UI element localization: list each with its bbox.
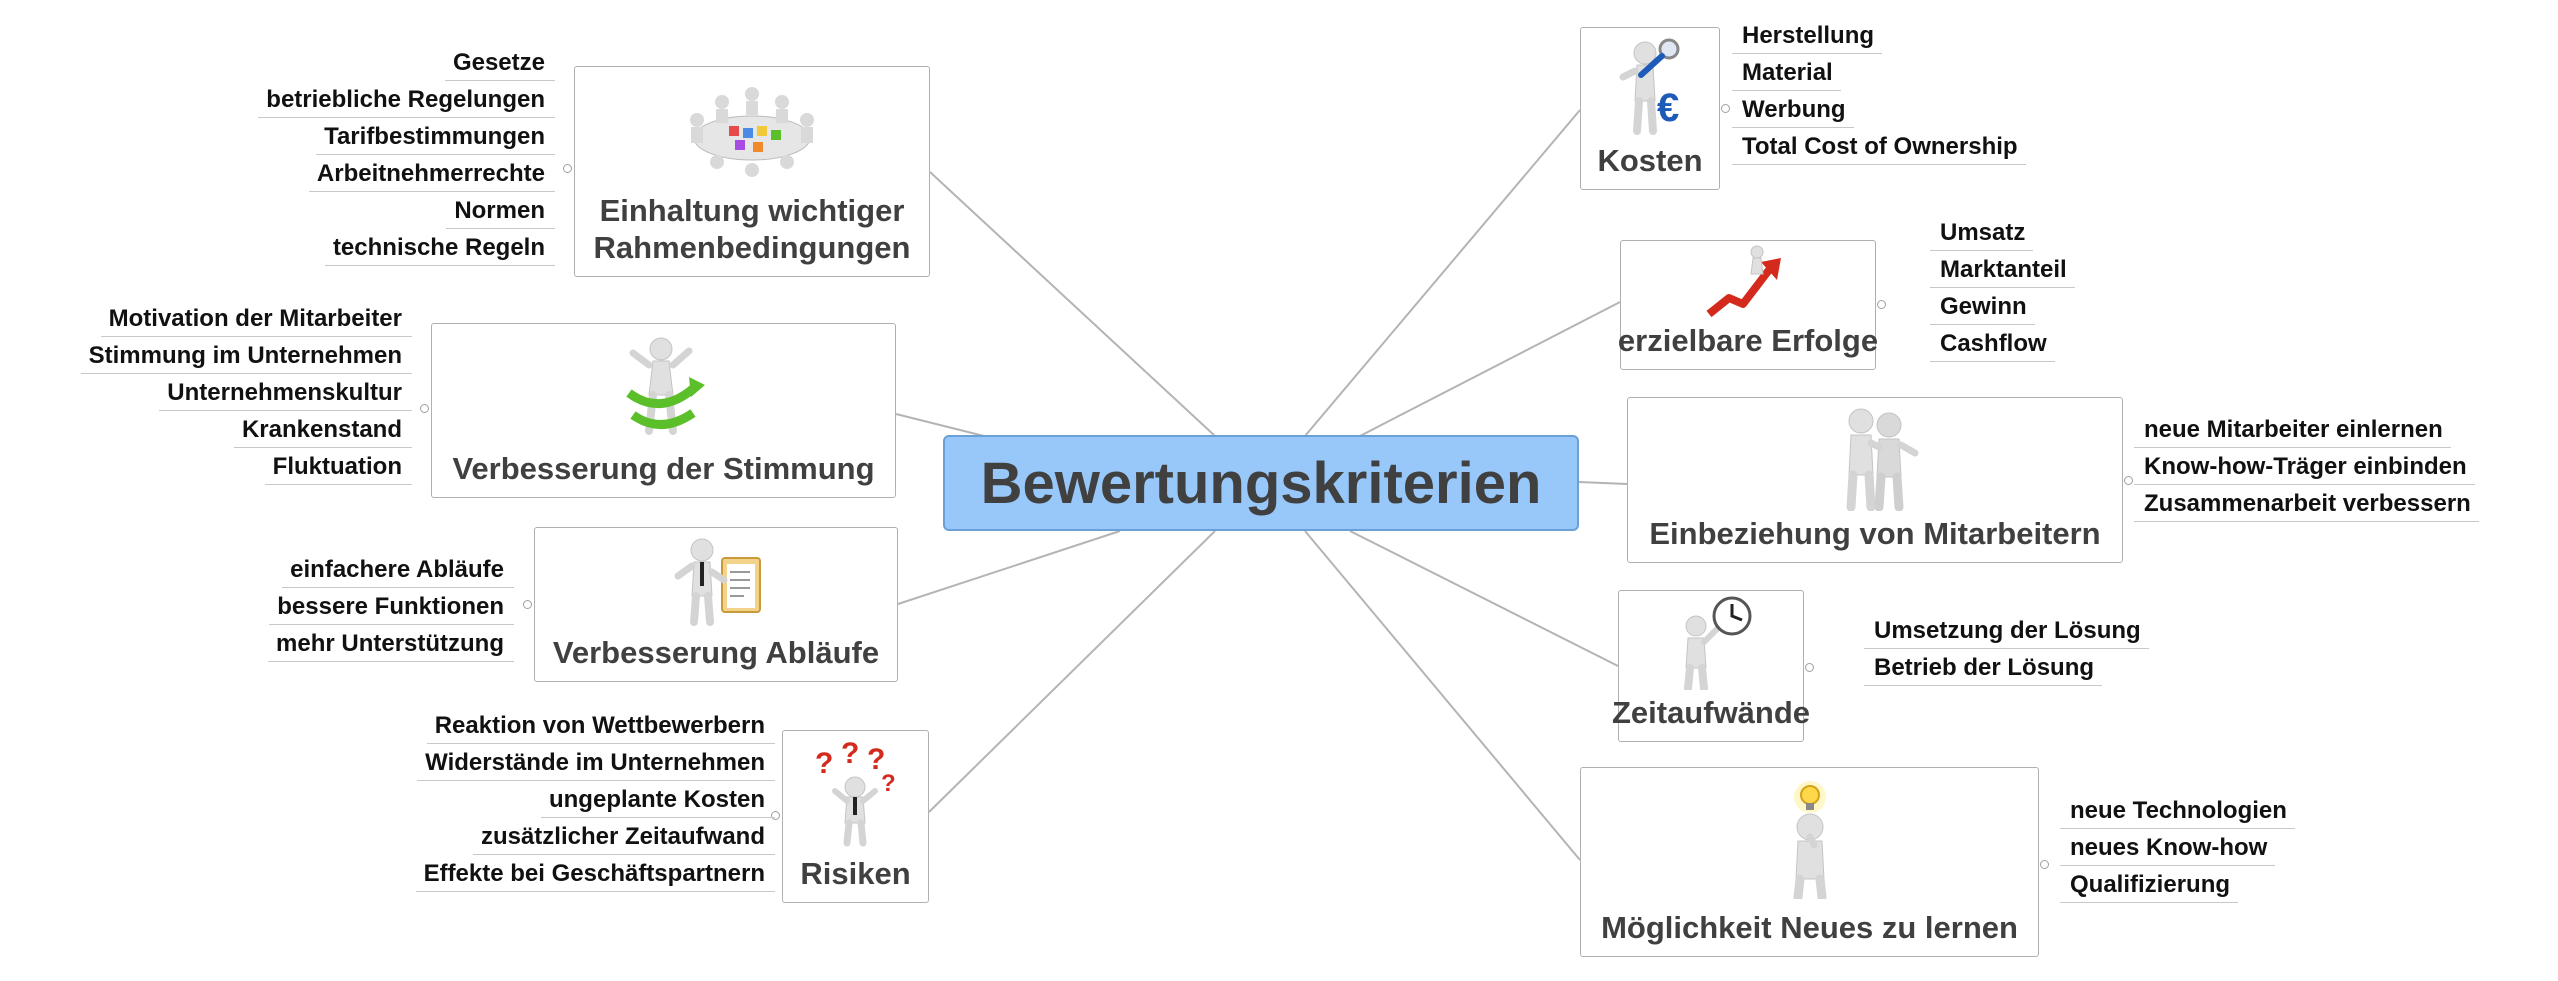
subtopic-gesetze[interactable]: Gesetze — [444, 44, 555, 81]
subtopic-tco[interactable]: Total Cost of Ownership — [1732, 128, 2026, 165]
topic-label: Verbesserung der Stimmung — [452, 451, 875, 486]
subtopic-unternehmenskultur[interactable]: Unternehmenskultur — [159, 374, 412, 411]
subtopic-neues-know-how[interactable]: neues Know-how — [2060, 829, 2276, 866]
collapse-knob[interactable] — [563, 164, 572, 173]
connector-kosten — [1304, 109, 1581, 437]
conference-table-icon — [575, 67, 929, 192]
figure-checklist-icon — [535, 528, 897, 634]
topic-label: Risiken — [800, 856, 911, 891]
svg-text:?: ? — [881, 770, 896, 797]
figure-question-marks-icon: ? ? ? ? — [783, 731, 928, 855]
topic-lernen[interactable]: Möglichkeit Neues zu lernen — [1580, 767, 2039, 957]
subtopic-motivation[interactable]: Motivation der Mitarbeiter — [100, 300, 412, 337]
subtopic-qualifizierung[interactable]: Qualifizierung — [2060, 866, 2239, 903]
topic-zeitaufwaende[interactable]: Zeitaufwände — [1612, 590, 1810, 742]
subtopic-zusaetzlicher-zeitaufwand[interactable]: zusätzlicher Zeitaufwand — [472, 818, 775, 855]
connector-erfolge — [1359, 301, 1621, 437]
topic-risiken[interactable]: ? ? ? ? Risiken — [782, 730, 929, 903]
subtopic-betrieb[interactable]: Betrieb der Lösung — [1864, 649, 2103, 686]
topic-label: Kosten — [1597, 143, 1703, 178]
central-topic-label: Bewertungskriterien — [980, 450, 1542, 516]
subtopic-ungeplante-kosten[interactable]: ungeplante Kosten — [540, 781, 775, 818]
topic-label: Einbeziehung von Mitarbeitern — [1649, 516, 2101, 551]
subtopic-neue-technologien[interactable]: neue Technologien — [2060, 792, 2295, 829]
topic-label: Einhaltung wichtiger Rahmenbedingungen — [594, 192, 911, 266]
subtopic-cashflow[interactable]: Cashflow — [1930, 325, 2055, 362]
subtopic-know-how-traeger[interactable]: Know-how-Träger einbinden — [2134, 448, 2475, 485]
collapse-knob[interactable] — [1721, 104, 1730, 113]
subtopic-betriebliche-regelungen[interactable]: betriebliche Regelungen — [258, 81, 555, 118]
two-figures-icon — [1628, 398, 2122, 515]
subtopic-krankenstand[interactable]: Krankenstand — [233, 411, 412, 448]
topic-ablaeufe[interactable]: Verbesserung Abläufe — [534, 527, 898, 682]
topic-label-line1: Einhaltung wichtiger — [599, 193, 905, 228]
collapse-knob[interactable] — [2040, 860, 2049, 869]
svg-text:?: ? — [815, 747, 833, 780]
subtopic-reaktion-wettbewerber[interactable]: Reaktion von Wettbewerbern — [426, 707, 775, 744]
svg-text:?: ? — [841, 739, 859, 770]
figure-lightbulb-icon — [1581, 768, 2038, 909]
topic-label: Möglichkeit Neues zu lernen — [1601, 910, 2018, 945]
figure-rising-arrow-icon — [1621, 241, 1875, 322]
subtopic-stimmung-unternehmen[interactable]: Stimmung im Unternehmen — [80, 337, 412, 374]
central-topic[interactable]: Bewertungskriterien — [943, 435, 1579, 531]
subtopic-umsatz[interactable]: Umsatz — [1930, 214, 2034, 251]
figure-clock-icon — [1619, 591, 1803, 694]
topic-rahmenbedingungen[interactable]: Einhaltung wichtiger Rahmenbedingungen — [574, 66, 930, 277]
subtopic-umsetzung[interactable]: Umsetzung der Lösung — [1864, 612, 2149, 649]
collapse-knob[interactable] — [2124, 476, 2133, 485]
subtopic-neue-mitarbeiter[interactable]: neue Mitarbeiter einlernen — [2134, 411, 2451, 448]
collapse-knob[interactable] — [523, 600, 532, 609]
subtopic-tarifbestimmungen[interactable]: Tarifbestimmungen — [316, 118, 555, 155]
subtopic-marktanteil[interactable]: Marktanteil — [1930, 251, 2075, 288]
subtopic-effekte-geschaeftspartner[interactable]: Effekte bei Geschäftspartnern — [415, 855, 775, 892]
collapse-knob[interactable] — [1877, 300, 1886, 309]
connector-mitarbeiter — [1578, 481, 1628, 485]
connector-risiken — [928, 530, 1216, 813]
topic-mitarbeiter[interactable]: Einbeziehung von Mitarbeitern — [1627, 397, 2123, 563]
figure-green-arrow-icon — [432, 324, 895, 450]
subtopic-arbeitnehmerrechte[interactable]: Arbeitnehmerrechte — [308, 155, 555, 192]
topic-kosten[interactable]: € Kosten — [1580, 27, 1720, 190]
collapse-knob[interactable] — [1805, 663, 1814, 672]
topic-label: Verbesserung Abläufe — [552, 635, 880, 670]
connector-zeit — [1349, 530, 1619, 667]
subtopic-zusammenarbeit[interactable]: Zusammenarbeit verbessern — [2134, 485, 2479, 522]
subtopic-normen[interactable]: Normen — [446, 192, 555, 229]
topic-erfolge[interactable]: erzielbare Erfolge — [1617, 240, 1879, 370]
topic-label: erzielbare Erfolge — [1617, 323, 1879, 358]
subtopic-gewinn[interactable]: Gewinn — [1930, 288, 2035, 325]
subtopic-widerstaende[interactable]: Widerstände im Unternehmen — [417, 744, 775, 781]
subtopic-herstellung[interactable]: Herstellung — [1732, 17, 1883, 54]
subtopic-werbung[interactable]: Werbung — [1732, 91, 1854, 128]
topic-label-line2: Rahmenbedingungen — [593, 230, 911, 265]
subtopic-technische-regeln[interactable]: technische Regeln — [324, 229, 555, 266]
subtopic-einfachere-ablaeufe[interactable]: einfachere Abläufe — [282, 551, 514, 588]
svg-text:€: € — [1657, 86, 1679, 130]
subtopic-bessere-funktionen[interactable]: bessere Funktionen — [269, 588, 514, 625]
connector-lernen — [1304, 530, 1581, 861]
svg-text:?: ? — [867, 743, 885, 776]
connector-ablaeufe — [897, 530, 1121, 605]
subtopic-mehr-unterstuetzung[interactable]: mehr Unterstützung — [268, 625, 514, 662]
topic-stimmung[interactable]: Verbesserung der Stimmung — [431, 323, 896, 498]
collapse-knob[interactable] — [771, 811, 780, 820]
subtopic-fluktuation[interactable]: Fluktuation — [264, 448, 412, 485]
figure-euro-magnifier-icon: € — [1581, 28, 1719, 142]
collapse-knob[interactable] — [420, 404, 429, 413]
topic-label: Zeitaufwände — [1611, 695, 1811, 730]
connector-rahmen — [929, 171, 1216, 437]
subtopic-material[interactable]: Material — [1732, 54, 1841, 91]
